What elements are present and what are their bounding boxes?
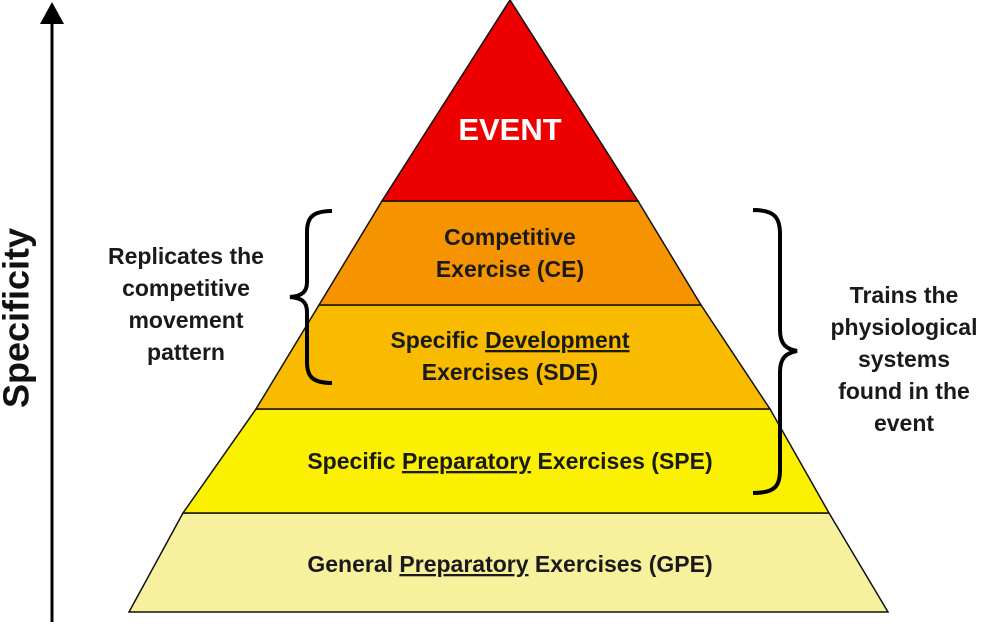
sde-label: Specific Development Exercises (SDE) xyxy=(390,327,629,385)
gpe-label: General Preparatory Exercises (GPE) xyxy=(307,551,712,577)
ce-label-line1: Competitive xyxy=(444,224,576,250)
right-annotation-line5: event xyxy=(874,410,934,436)
sde-label-underlined: Development xyxy=(485,327,630,353)
gpe-label-post: Exercises (GPE) xyxy=(529,551,713,577)
ce-label: Competitive Exercise (CE) xyxy=(436,224,584,282)
axis-label: Specificity xyxy=(0,228,37,408)
right-annotation-line3: systems xyxy=(858,346,950,372)
axis-arrowhead xyxy=(40,2,64,24)
right-annotation: Trains the physiological systems found i… xyxy=(831,282,978,436)
event-label: EVENT xyxy=(458,112,561,147)
right-annotation-line2: physiological xyxy=(831,314,978,340)
left-brace xyxy=(289,209,333,385)
level-ce xyxy=(317,200,703,306)
gpe-label-underlined: Preparatory xyxy=(399,551,528,577)
spe-label-underlined: Preparatory xyxy=(402,448,531,474)
pyramid xyxy=(127,0,890,613)
left-annotation-line4: pattern xyxy=(147,339,225,365)
sde-label-pre: Specific xyxy=(390,327,485,353)
sde-label-line1: Specific Development xyxy=(390,327,629,353)
spe-label: Specific Preparatory Exercises (SPE) xyxy=(307,448,712,474)
left-annotation-line2: competitive xyxy=(122,275,250,301)
right-annotation-line4: found in the xyxy=(838,378,970,404)
spe-label-post: Exercises (SPE) xyxy=(531,448,713,474)
right-brace xyxy=(752,208,798,495)
left-annotation-line1: Replicates the xyxy=(108,243,264,269)
spe-label-pre: Specific xyxy=(307,448,402,474)
left-annotation: Replicates the competitive movement patt… xyxy=(108,243,264,365)
left-annotation-line3: movement xyxy=(128,307,243,333)
gpe-label-pre: General xyxy=(307,551,399,577)
specificity-axis: Specificity xyxy=(0,2,64,622)
ce-label-line2: Exercise (CE) xyxy=(436,256,584,282)
level-sde xyxy=(254,304,772,410)
level-event xyxy=(380,0,640,202)
sde-label-line2: Exercises (SDE) xyxy=(422,359,598,385)
right-annotation-line1: Trains the xyxy=(850,282,959,308)
